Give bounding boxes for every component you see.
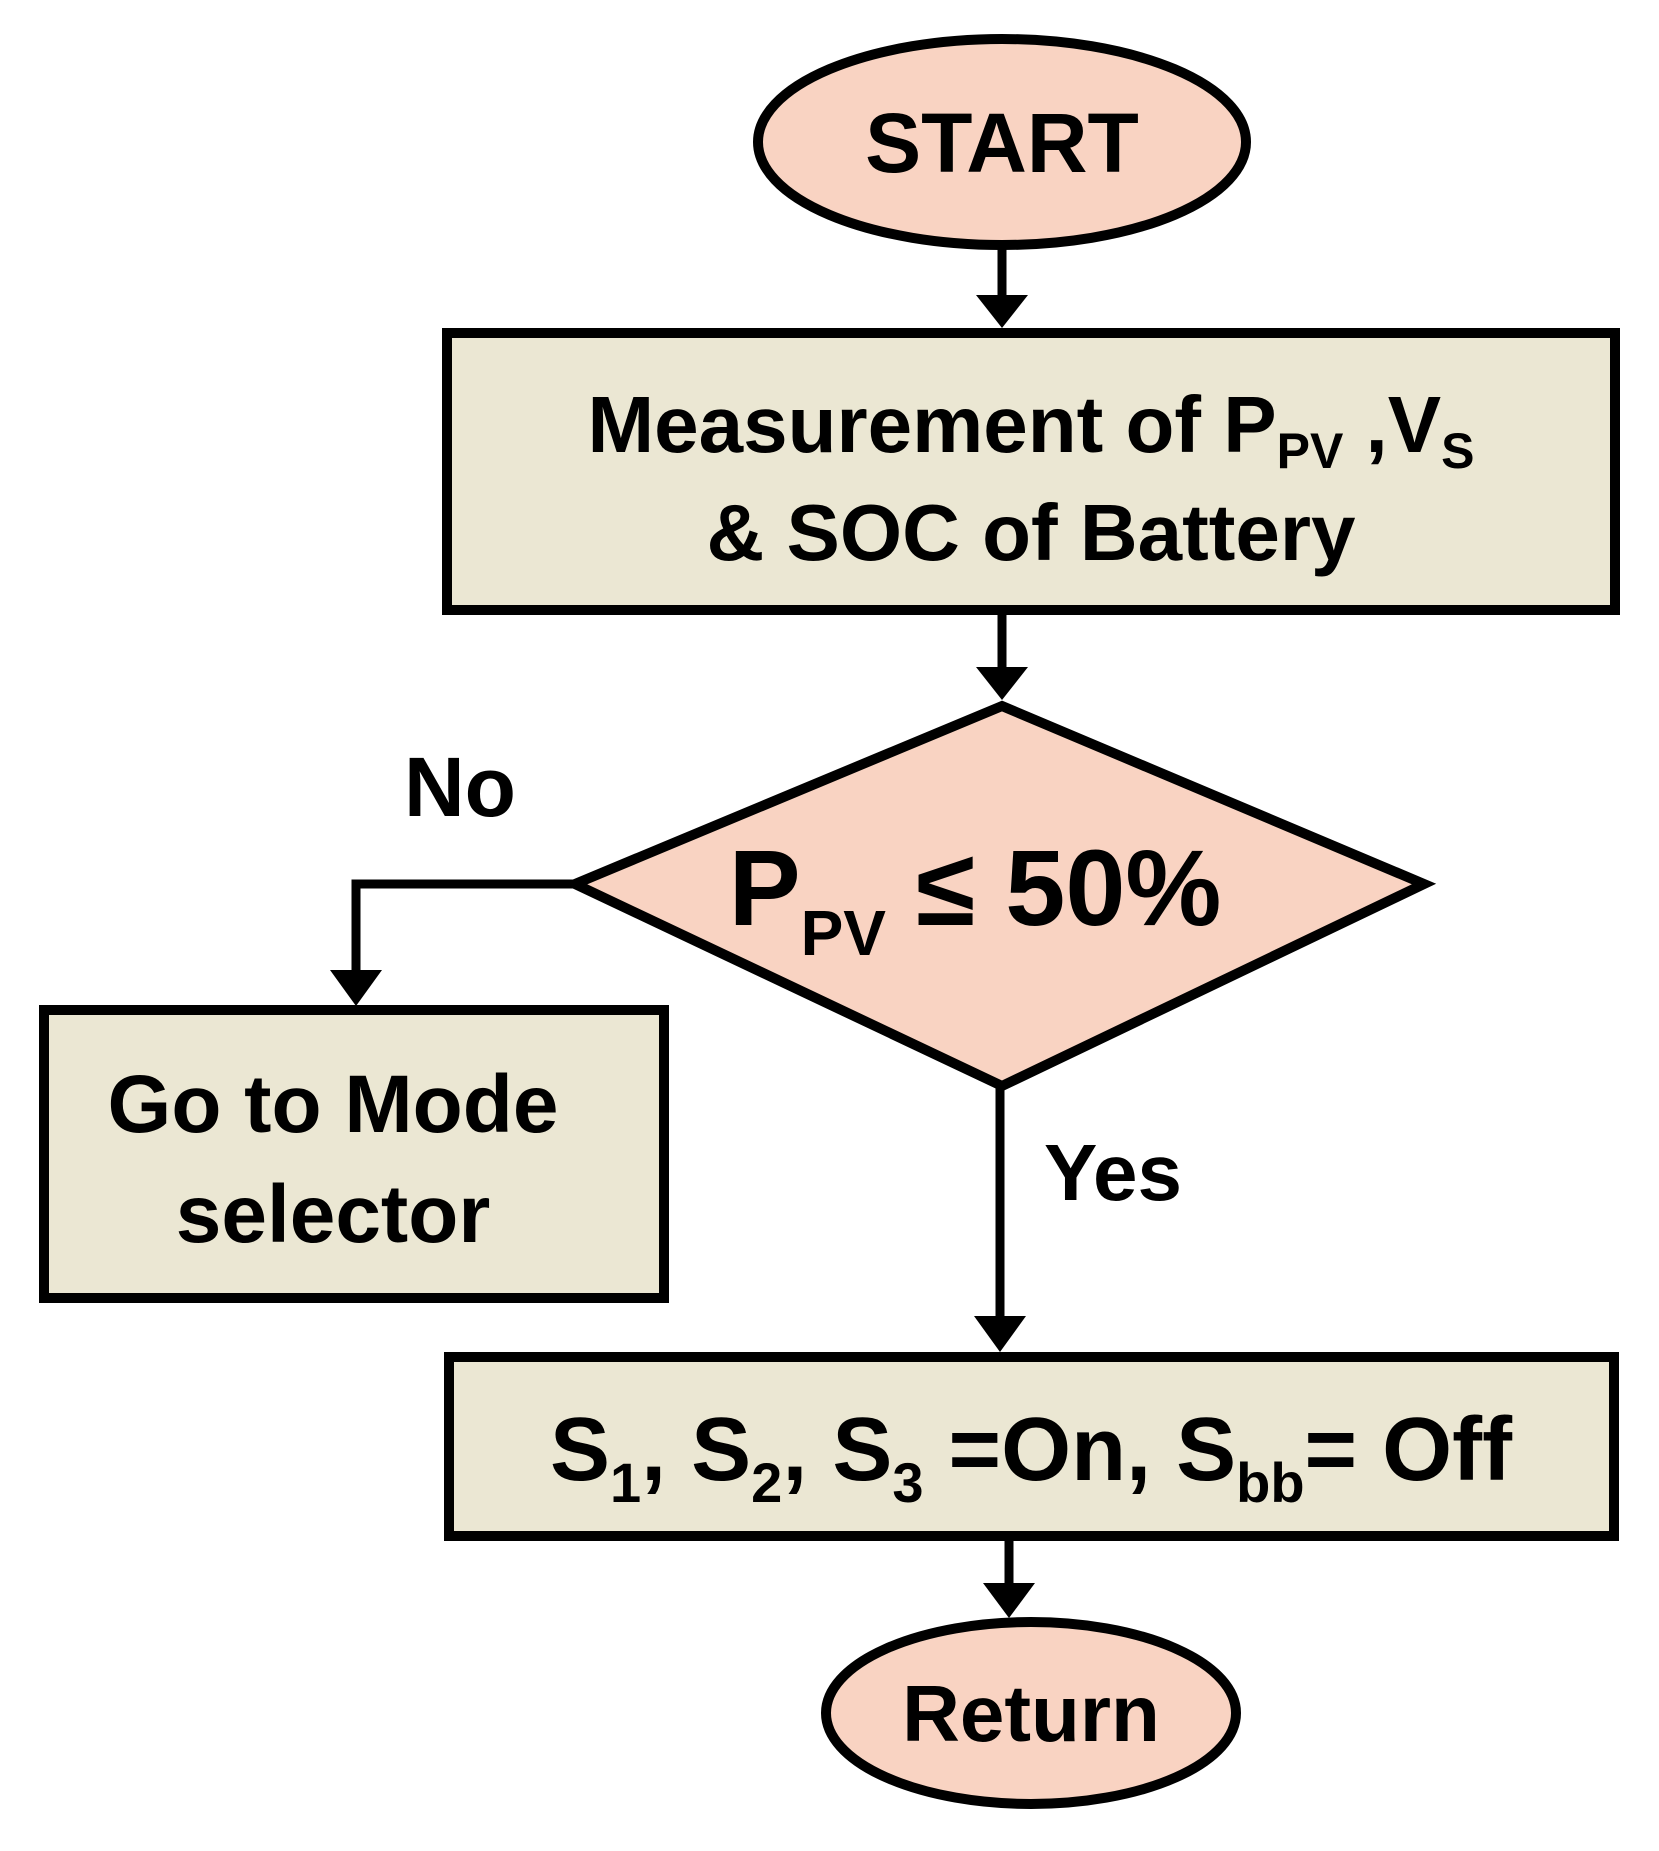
measurement-mid: ,V xyxy=(1343,380,1441,469)
measurement-node: Measurement of PPV ,VS & SOC of Battery xyxy=(442,328,1620,615)
measurement-line1: Measurement of PPV ,VS xyxy=(588,380,1475,479)
decision-var-sub: PV xyxy=(801,897,887,969)
yes-branch: Yes xyxy=(974,1086,1182,1352)
decision-condition: PPV ≤ 50% xyxy=(729,827,1222,969)
decision-node: PPV ≤ 50% xyxy=(562,700,1437,1092)
measurement-line2: & SOC of Battery xyxy=(707,488,1356,577)
measurement-prefix: Measurement of P xyxy=(588,380,1277,469)
return-label: Return xyxy=(902,1669,1160,1758)
switch-state-text: S1, S2, S3 =On, Sbb= Off xyxy=(550,1400,1513,1514)
decision-var: P xyxy=(729,827,801,948)
arrow-start-to-measure xyxy=(976,245,1028,328)
arrow-measure-to-decision xyxy=(976,612,1028,700)
measurement-sub-pv: PV xyxy=(1277,423,1344,479)
start-label: START xyxy=(865,96,1139,190)
mode-selector-box xyxy=(39,1005,669,1303)
measurement-sub-s: S xyxy=(1441,423,1474,479)
return-node: Return xyxy=(821,1617,1241,1809)
switch-state-node: S1, S2, S3 =On, Sbb= Off xyxy=(444,1352,1619,1541)
arrow-switch-to-return xyxy=(983,1538,1035,1618)
start-node: START xyxy=(753,34,1251,250)
mode-selector-line2: selector xyxy=(176,1169,491,1260)
mode-selector-line1: Go to Mode xyxy=(108,1059,559,1150)
no-branch: No xyxy=(330,740,575,1006)
return-ellipse xyxy=(821,1617,1241,1809)
switch-state-box xyxy=(444,1352,1619,1541)
mode-selector-node: Go to Mode selector xyxy=(39,1005,669,1303)
no-label: No xyxy=(404,740,516,834)
yes-label: Yes xyxy=(1044,1128,1182,1217)
measurement-box xyxy=(442,328,1620,615)
decision-rest: ≤ 50% xyxy=(886,827,1221,948)
